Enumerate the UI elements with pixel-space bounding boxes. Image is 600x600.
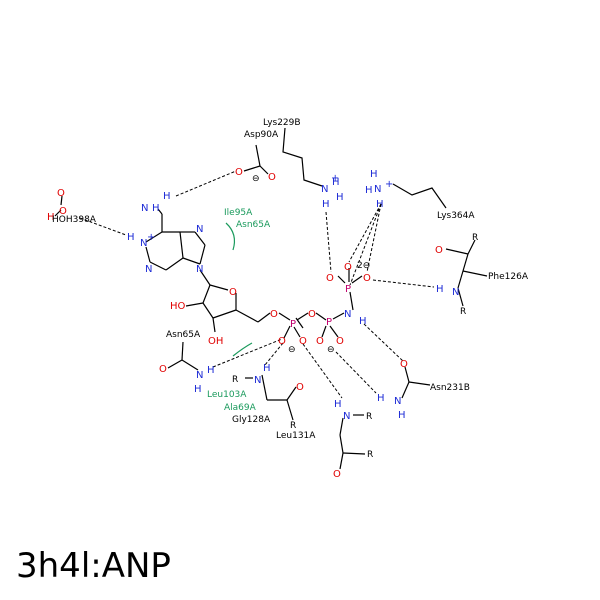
residue-labels: Lys229B Asp90A HOH398A Ile95A Asn65A Lys… [52, 118, 529, 441]
n9-atom: N [196, 264, 203, 275]
o3-label: OH [208, 336, 223, 347]
asp-od2-atom: O [268, 172, 276, 183]
lys229-h1: H [332, 177, 340, 188]
pb-atom: P [326, 317, 332, 328]
water-o2-atom: O [59, 206, 67, 217]
phe-r1: R [472, 233, 478, 243]
gly-h-atom: H [263, 363, 271, 374]
lys364-nz-atom: N [374, 184, 381, 195]
leu-r1: R [366, 412, 372, 422]
n1-plus: + [147, 232, 155, 243]
phosphate-bonds [278, 268, 363, 339]
lys364-charge: + [385, 179, 393, 190]
pa-charge: ⊖ [288, 345, 296, 355]
water-h-atom: H [47, 212, 55, 223]
asn65-o-atom: O [159, 364, 167, 375]
label-lys229b: Lys229B [263, 118, 301, 128]
lys229-h3: H [322, 199, 330, 210]
gly-r2: R [290, 421, 296, 431]
lys364-h3: H [376, 199, 384, 210]
o2g-atom: O [326, 273, 334, 284]
residue-bonds [54, 127, 488, 470]
lys364-h1: H [370, 169, 378, 180]
label-asp90a: Asp90A [244, 130, 279, 140]
label-leu103a: Leu103A [207, 390, 247, 400]
phe-r2: R [460, 307, 466, 317]
n3b-atom: N [344, 309, 351, 320]
water-o-atom: O [57, 188, 65, 199]
o5-atom: O [270, 309, 278, 320]
o3a-atom: O [308, 309, 316, 320]
asn231-n-atom: N [394, 396, 401, 407]
n7-atom: N [196, 224, 203, 235]
substituent-labels: R R R R R R [232, 233, 478, 460]
asn65-n-atom: N [196, 370, 203, 381]
o3g-atom: O [363, 273, 371, 284]
hydrophobic-contact-ile95a [225, 222, 236, 251]
o1a-atom: O [278, 336, 286, 347]
leu131-n-atom: N [343, 411, 350, 422]
lys229-charge: + [331, 173, 339, 184]
o1b-atom: O [316, 336, 324, 347]
asp-od1-atom: O [235, 167, 243, 178]
asn65-h2: H [194, 384, 202, 395]
label-asn231b: Asn231B [430, 383, 470, 393]
pg-charge: 2⊖ [357, 261, 370, 271]
pb-charge: ⊖ [327, 345, 335, 355]
amine-h2-atom: H [152, 203, 160, 214]
o1g-atom: O [344, 262, 352, 273]
leu-r2: R [367, 450, 373, 460]
label-asn65a: Asn65A [166, 330, 201, 340]
amine-n-atom: N [141, 203, 148, 214]
asn231-o-atom: O [400, 359, 408, 370]
asp-charge: ⊖ [252, 174, 260, 184]
lys229-nz-atom: N [321, 184, 328, 195]
leu131-o-atom: O [333, 469, 341, 480]
hydrophobic-contact-leu103a [232, 342, 253, 357]
o2a-atom: O [299, 336, 307, 347]
n1-h-atom: H [127, 232, 135, 243]
label-ile95a: Ile95A [224, 208, 253, 218]
n1-atom: N [140, 238, 147, 249]
hydrogen-bonds [79, 170, 435, 399]
asn231-h2: H [398, 410, 406, 421]
label-gly128a: Gly128A [232, 415, 271, 425]
leu131-h-atom: H [334, 399, 342, 410]
asn231-h1: H [377, 393, 385, 404]
ligand-code-title: 3h4l:ANP [16, 546, 171, 586]
gly-n-atom: N [254, 375, 261, 386]
pa-atom: P [290, 319, 296, 330]
phe-h-atom: H [436, 284, 444, 295]
label-asn65a-hydrophobic: Asn65A [236, 220, 271, 230]
o2-label: HO [170, 301, 186, 312]
label-lys364a: Lys364A [437, 211, 475, 221]
lys364-h2: H [365, 185, 373, 196]
amine-h-atom: H [163, 191, 171, 202]
n3-atom: N [145, 264, 152, 275]
gly-r1: R [232, 375, 238, 385]
gly-o-atom: O [296, 382, 304, 393]
label-leu131a: Leu131A [276, 431, 316, 441]
label-phe126a: Phe126A [488, 272, 529, 282]
ring-o-atom: O [229, 287, 237, 298]
adenine-bonds [145, 208, 206, 271]
pg-atom: P [345, 284, 351, 295]
o2b-atom: O [336, 336, 344, 347]
phe-o-atom: O [435, 245, 443, 256]
label-ala69a: Ala69A [224, 403, 257, 413]
n3b-h-atom: H [359, 316, 367, 327]
ribose-bonds [185, 269, 271, 333]
atom-labels: N H H N H + N N N N O HO OH O P O P N H … [47, 167, 459, 480]
asn65-h1: H [207, 365, 215, 376]
label-hoh398a: HOH398A [52, 215, 97, 225]
lys229-h2: H [336, 192, 344, 203]
phe-n-atom: N [452, 287, 459, 298]
